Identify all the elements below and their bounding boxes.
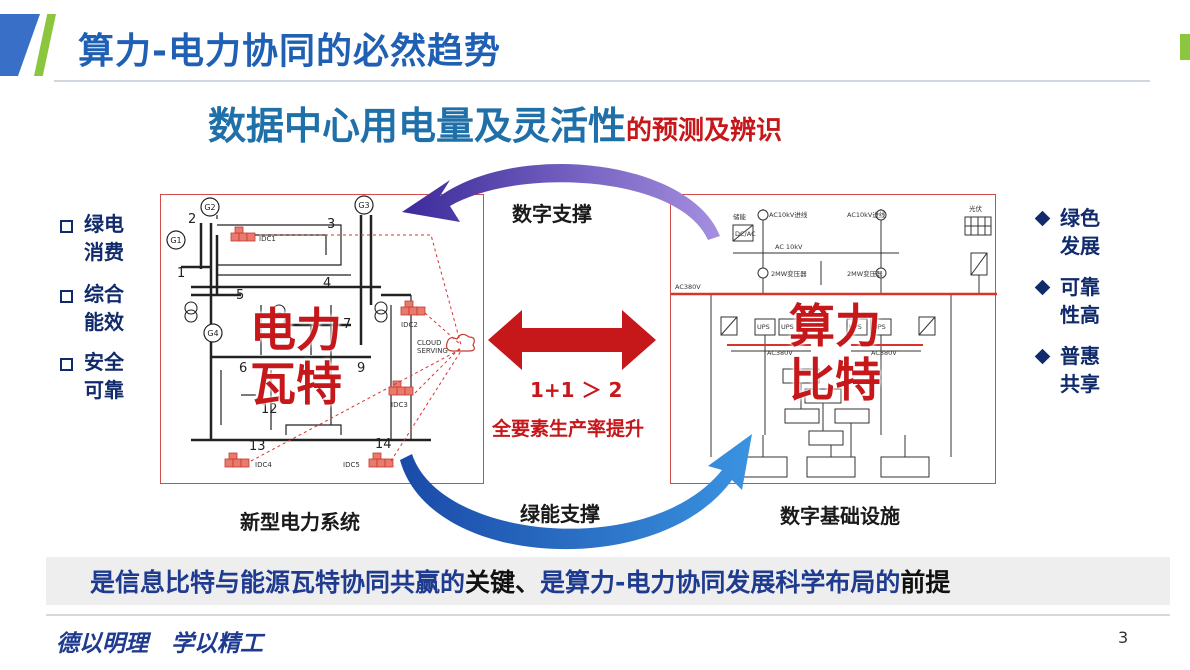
ac380v-label: AC380V (871, 349, 897, 357)
datacenter-power-diagram: AC10kV进线 AC10kV进线 AC 10kV 2MW变压器 2MW变压器 … (671, 204, 997, 478)
bus-number: 5 (236, 288, 244, 303)
power-watt-line1: 电力 (250, 303, 342, 357)
right-list-item-2-line1: 可靠 (1060, 275, 1100, 299)
left-list-item-1-line2: 消费 (84, 240, 124, 264)
bus-number: 1 (177, 266, 185, 281)
digital-support-label: 数字支撑 (512, 202, 592, 226)
idc-label: IDC1 (259, 235, 276, 243)
ac10kv-label: AC10kV进线 (847, 210, 886, 219)
power-watt-label: 电力 瓦特 (241, 303, 351, 411)
subtitle-main: 数据中心用电量及灵活性 (208, 104, 627, 148)
left-list-item-3-line2: 可靠 (84, 378, 124, 402)
idc-label: IDC5 (343, 461, 360, 469)
header-accent-green (34, 14, 56, 76)
ac380v-label: AC380V (767, 349, 793, 357)
right-list-item-1-line1: 绿色 (1060, 206, 1100, 230)
transformer-label: 2MW变压器 (771, 269, 807, 278)
bus-number: 13 (249, 439, 266, 454)
right-list-item-3-line2: 共享 (1060, 372, 1100, 396)
ups-label: UPS (781, 323, 794, 331)
footer-divider (46, 614, 1170, 616)
page-number: 3 (1118, 628, 1129, 647)
square-bullet-icon (60, 290, 73, 303)
diamond-bullet-icon (1034, 279, 1051, 296)
ac380v-label: AC380V (675, 283, 701, 291)
power-system-caption: 新型电力系统 (240, 510, 360, 534)
diamond-bullet-icon (1034, 348, 1051, 365)
bus-number: 9 (357, 361, 365, 376)
power-system-panel: G2 G3 G1 G4 2 3 4 5 6 7 9 12 13 14 1 (160, 194, 484, 484)
page-title: 算力-电力协同的必然趋势 (78, 31, 501, 72)
diamond-bullet-icon (1034, 210, 1051, 227)
subtitle-suffix: 的预测及辨识 (626, 116, 783, 146)
idc-label: IDC2 (401, 321, 418, 329)
digital-infrastructure-caption: 数字基础设施 (780, 504, 900, 528)
green-energy-support-label: 绿能支撑 (520, 502, 600, 526)
conclusion-text: 是信息比特与能源瓦特协同共赢的关键、是算力-电力协同发展科学布局的前提 (90, 563, 950, 599)
generator-label: G3 (358, 201, 369, 210)
header-divider (54, 80, 1150, 82)
generator-label: G2 (204, 203, 215, 212)
power-watt-line2: 瓦特 (250, 357, 342, 411)
slide-subtitle: 数据中心用电量及灵活性的预测及辨识 (208, 95, 782, 150)
bus-number: 6 (239, 361, 247, 376)
bus-number: 4 (323, 276, 331, 291)
conclusion-part4: 前提 (900, 568, 951, 597)
cloud-label: SERVING (417, 347, 448, 355)
ups-label: UPS (849, 323, 862, 331)
pv-label: 光伏 (969, 204, 983, 213)
cloud-label: CLOUD (417, 339, 442, 347)
ac10kv-label: AC10kV进线 (769, 210, 808, 219)
left-list-item-3-line1: 安全 (84, 350, 124, 374)
header-right-accent (1180, 34, 1190, 60)
conclusion-part2: 关键、 (465, 568, 541, 597)
bus-number: 2 (188, 212, 196, 227)
left-list-item-2-line1: 综合 (84, 282, 124, 306)
bus-number: 12 (261, 402, 278, 417)
compute-bit-line2: 比特 (789, 353, 881, 407)
digital-infrastructure-panel: AC10kV进线 AC10kV进线 AC 10kV 2MW变压器 2MW变压器 … (670, 194, 997, 484)
compute-bit-label: 算力 比特 (775, 299, 895, 407)
idc-label: IDC3 (391, 401, 408, 409)
ups-label: UPS (873, 323, 886, 331)
right-list-item-1-line2: 发展 (1060, 234, 1100, 258)
generator-label: G4 (207, 329, 218, 338)
productivity-label: 全要素生产率提升 (492, 418, 645, 440)
double-arrow (488, 310, 656, 370)
right-list-item-3-line1: 普惠 (1060, 344, 1100, 368)
left-list-item-2-line2: 能效 (84, 310, 124, 334)
power-grid-diagram: G2 G3 G1 G4 2 3 4 5 6 7 9 12 13 14 1 (166, 195, 475, 469)
conclusion-part3: 是算力-电力协同发展科学布局的 (540, 568, 901, 597)
conclusion-part1: 是信息比特与能源瓦特协同共赢的 (90, 568, 466, 597)
header-accent-blue (0, 14, 40, 76)
bus-number: 3 (327, 217, 335, 232)
dcac-label: DC/AC (735, 230, 756, 238)
storage-label: 储能 (733, 212, 747, 221)
synergy-equation: 1+1 ＞ 2 (530, 378, 623, 402)
square-bullet-icon (60, 220, 73, 233)
left-list-item-1-line1: 绿电 (84, 212, 124, 236)
generator-label: G1 (170, 236, 181, 245)
bus-number: 14 (375, 437, 392, 452)
conclusion-banner (46, 557, 1170, 605)
idc-label: IDC4 (255, 461, 272, 469)
transformer-label: 2MW变压器 (847, 269, 883, 278)
ups-label: UPS (757, 323, 770, 331)
compute-bit-line1: 算力 (789, 299, 881, 353)
bus-number: 7 (343, 317, 351, 332)
footer-motto: 德以明理 学以精工 (56, 630, 263, 657)
right-list-item-2-line2: 性高 (1060, 303, 1100, 327)
ac10kv-bus-label: AC 10kV (775, 243, 803, 251)
square-bullet-icon (60, 358, 73, 371)
